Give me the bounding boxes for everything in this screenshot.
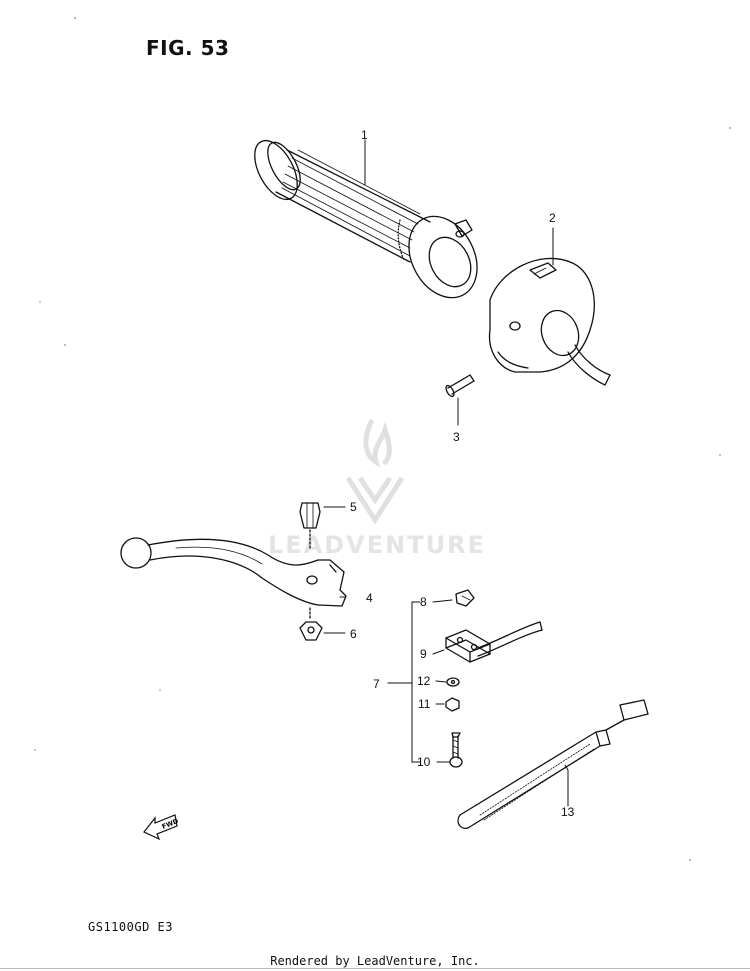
brake-lever — [120, 537, 347, 607]
footer-rule — [0, 968, 750, 969]
watermark-text: LEADVENTURE — [268, 531, 486, 559]
callout-4: 4 — [366, 591, 373, 605]
callout-labels: 1 2 3 4 5 6 7 8 9 10 11 12 13 — [350, 128, 575, 819]
callout-2: 2 — [549, 211, 556, 225]
model-code: GS1100GD E3 — [88, 920, 173, 934]
figure-title: FIG. 53 — [146, 36, 230, 60]
cable-clamp-set — [445, 589, 543, 768]
callout-10: 10 — [417, 755, 431, 769]
scan-specks — [34, 17, 731, 861]
callout-12: 12 — [417, 674, 431, 688]
screw-3 — [445, 374, 475, 398]
callout-3: 3 — [453, 430, 460, 444]
callout-7: 7 — [373, 677, 380, 691]
callout-1: 1 — [361, 128, 368, 142]
nut-6 — [299, 607, 323, 641]
cable-tie — [457, 699, 649, 829]
footer-credit: Rendered by LeadVenture, Inc. — [270, 954, 480, 968]
leader-lines — [323, 139, 569, 807]
callout-8: 8 — [420, 595, 427, 609]
bolt-5 — [299, 502, 321, 549]
fwd-arrow-icon: FWD — [143, 814, 180, 841]
callout-9: 9 — [420, 647, 427, 661]
callout-13: 13 — [561, 805, 575, 819]
handlebar-grip — [254, 139, 478, 299]
switch-housing — [488, 257, 611, 386]
callout-6: 6 — [350, 627, 357, 641]
callout-11: 11 — [418, 697, 431, 711]
callout-5: 5 — [350, 500, 357, 514]
